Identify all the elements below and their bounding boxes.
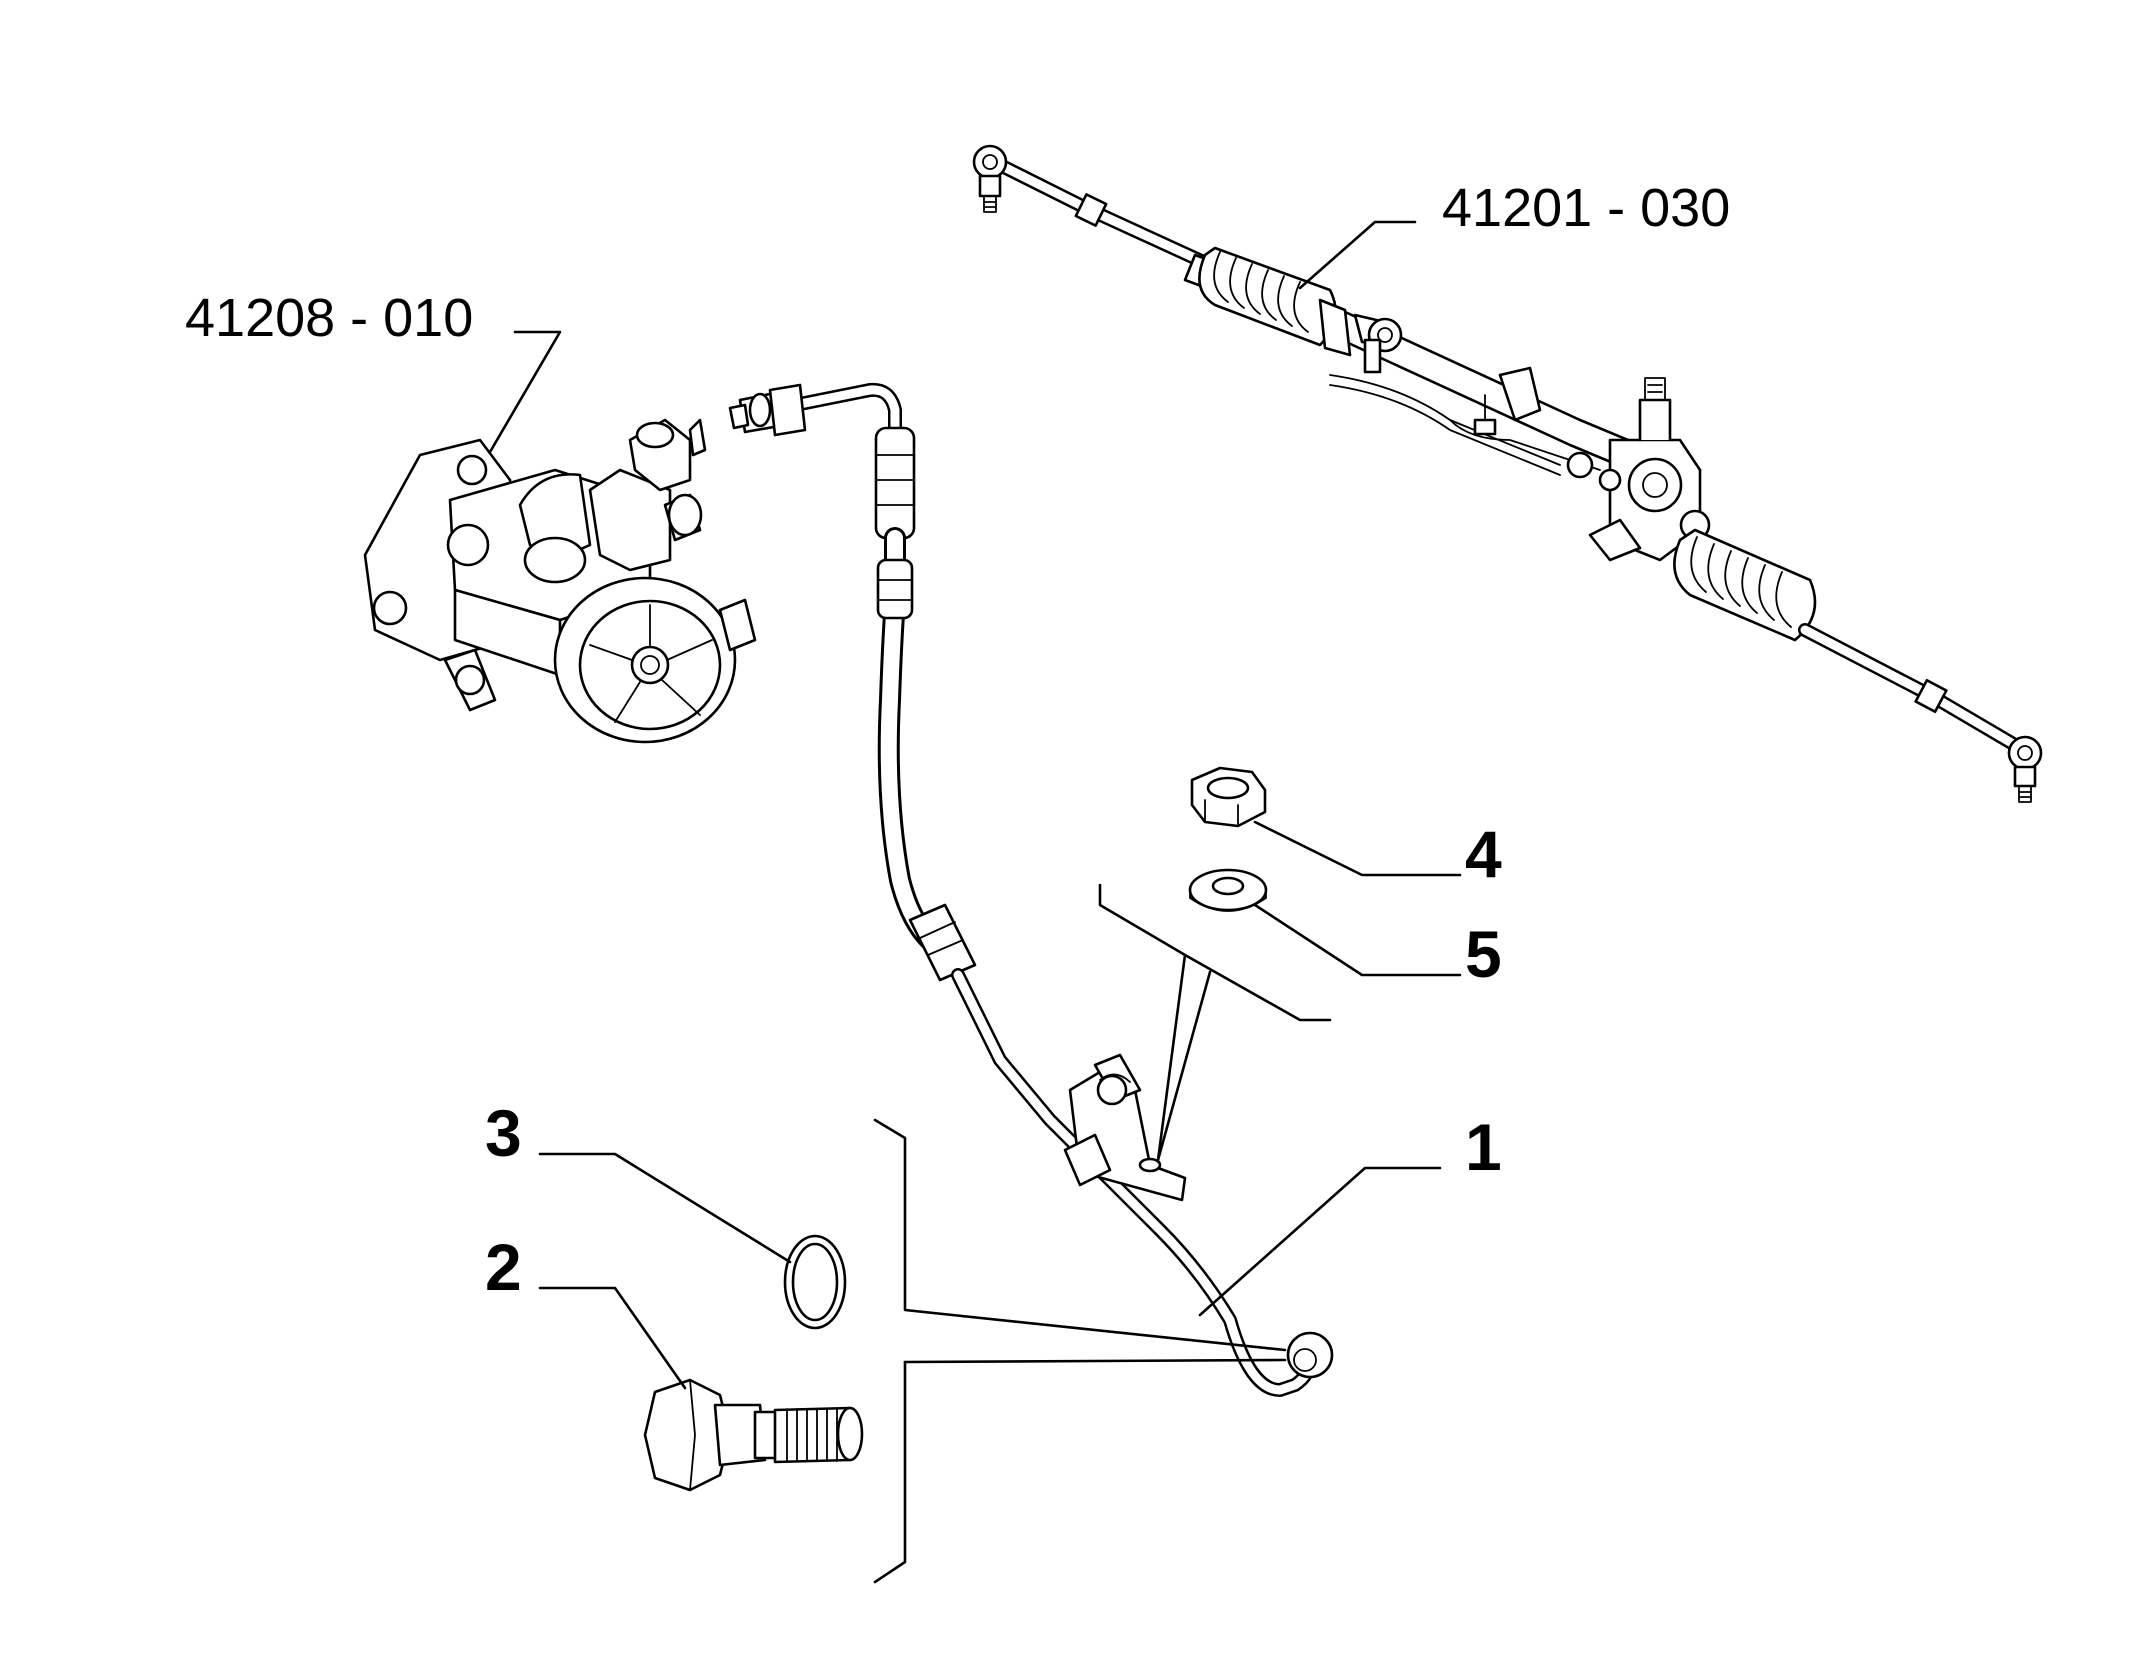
pump-reference: 41208 - 010 — [185, 288, 473, 348]
hose-leader — [1198, 1166, 1442, 1317]
steering-rack-leader — [1298, 220, 1417, 290]
nut-leader — [1253, 820, 1462, 877]
power-steering-pump — [363, 418, 757, 744]
banjo-bolt — [643, 1378, 864, 1492]
nut — [1190, 766, 1267, 828]
hose-bracket — [1063, 1053, 1187, 1202]
part-number-1: 1 — [1465, 1110, 1502, 1184]
right-bellows — [1673, 528, 1817, 642]
pressure-hose — [728, 382, 1334, 1397]
steering-rack-reference: 41201 - 030 — [1442, 178, 1730, 238]
steering-rack — [972, 144, 2043, 803]
washer-leader — [1253, 903, 1462, 977]
banjo-bolt-leader — [538, 1286, 687, 1390]
seal-ring-leader — [538, 1152, 792, 1264]
pump-leader — [488, 330, 562, 454]
washer — [1188, 868, 1268, 912]
bolt-seal-group-bracket — [873, 1118, 1287, 1352]
part-number-2: 2 — [485, 1230, 522, 1304]
part-number-5: 5 — [1465, 917, 1502, 991]
seal-ring — [783, 1234, 847, 1330]
part-number-3: 3 — [485, 1096, 522, 1170]
part-number-4: 4 — [1465, 817, 1502, 891]
left-bellows — [1198, 246, 1337, 347]
